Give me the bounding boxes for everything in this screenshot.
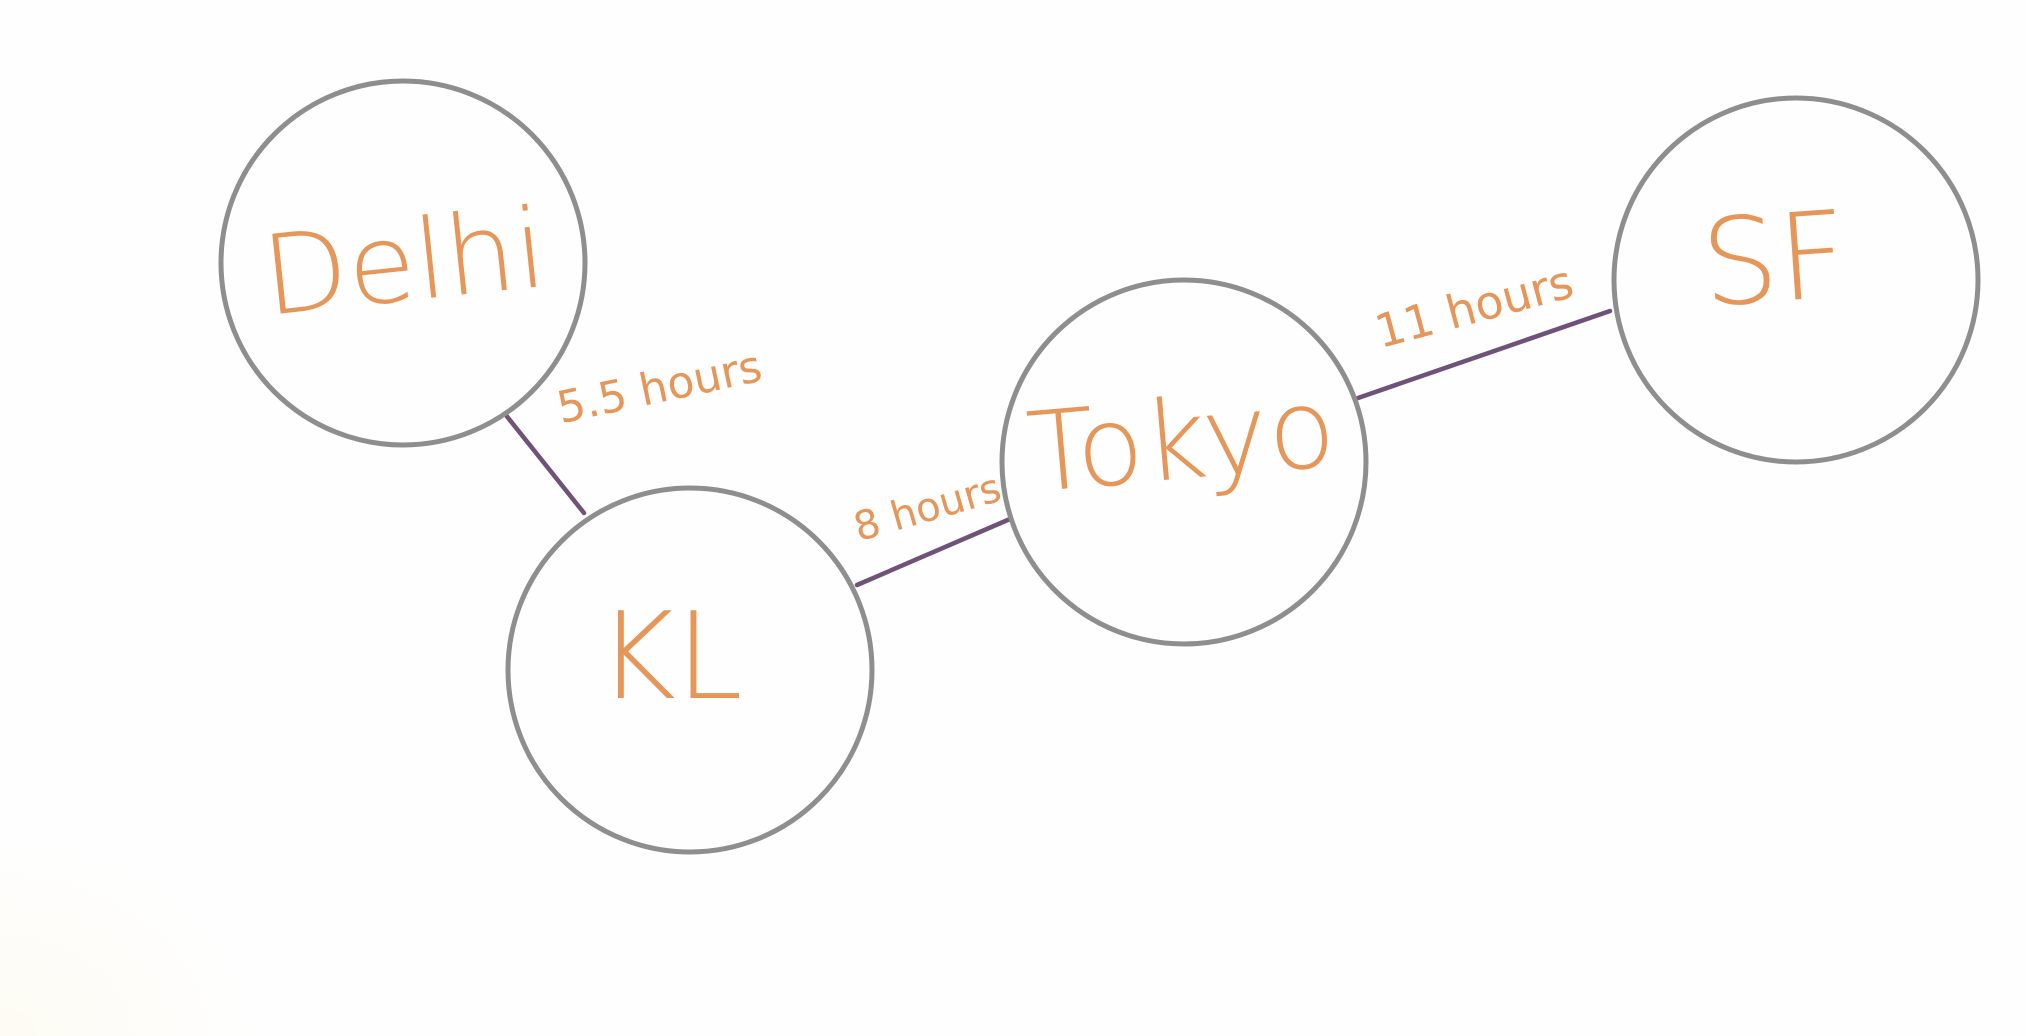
node-delhi-circle bbox=[218, 78, 588, 448]
edge-label-tokyo-sf: 11 hours bbox=[1369, 254, 1579, 359]
node-tokyo: Tokyo bbox=[999, 277, 1369, 647]
node-tokyo-circle bbox=[999, 277, 1369, 647]
edge-delhi-kl bbox=[502, 411, 587, 516]
node-delhi: Delhi bbox=[218, 78, 588, 448]
node-sf-label: SF bbox=[1697, 186, 1852, 335]
node-tokyo-label: Tokyo bbox=[1022, 363, 1340, 517]
edge-label-delhi-kl: 5.5 hours bbox=[553, 341, 767, 434]
node-kl-label: KL bbox=[597, 588, 743, 727]
edge-label-kl-tokyo: 8 hours bbox=[849, 465, 1006, 551]
edge-tokyo-sf bbox=[1355, 308, 1613, 401]
node-kl-circle bbox=[505, 485, 875, 855]
node-sf: SF bbox=[1611, 95, 1981, 465]
node-sf-circle bbox=[1611, 95, 1981, 465]
node-kl: KL bbox=[505, 485, 875, 855]
node-delhi-label: Delhi bbox=[257, 184, 552, 341]
edge-kl-tokyo bbox=[854, 516, 1013, 588]
